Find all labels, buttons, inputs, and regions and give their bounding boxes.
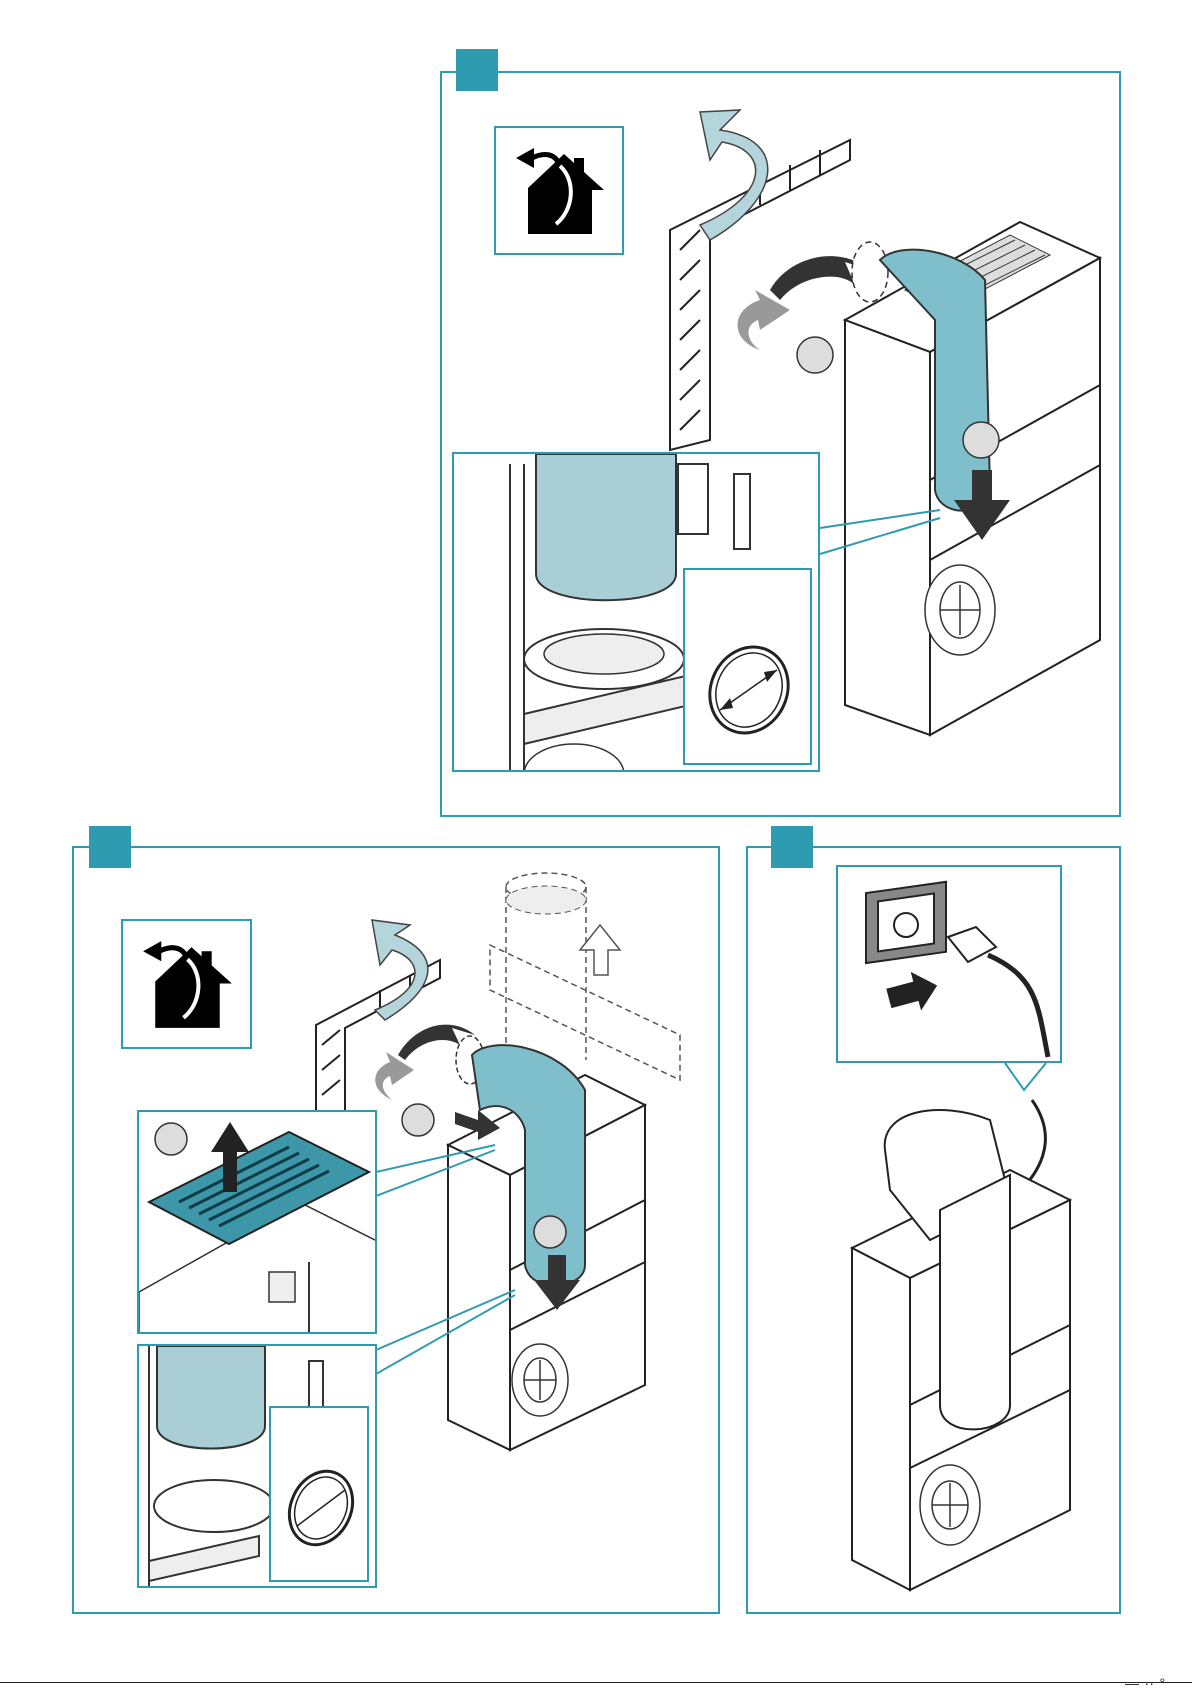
duct-body [940, 1175, 1010, 1429]
blower-fan-3 [920, 1465, 980, 1545]
page-bottom-rule [0, 1682, 1192, 1683]
page-corner-text: — ∙∙ ° [1125, 1675, 1166, 1691]
